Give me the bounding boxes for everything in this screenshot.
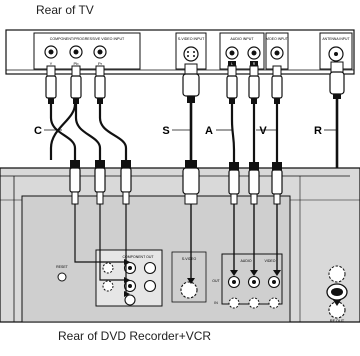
recorder-rear-panel: RESET COMPONENT OUT S-VIDEO AUDIO VIDEO … (0, 167, 360, 323)
plug-c-y-top (45, 65, 57, 104)
tv-audio-jack-r-label: R (253, 62, 256, 66)
audio-out-label: AUDIO (240, 259, 251, 263)
component-out-label: COMPONENT OUT (122, 255, 154, 259)
svideo-out-jack (180, 281, 198, 299)
plug-r-top (329, 61, 345, 99)
plug-c-pr-bottom (120, 160, 132, 297)
cable-a-l (230, 102, 236, 164)
tv-jack-pb-label: Pb (74, 61, 80, 66)
cable-c-pb (74, 102, 102, 162)
tv-side-plugs (45, 61, 345, 104)
tv-rear-caption: Rear of TV (36, 3, 94, 17)
component-out-block (95, 249, 163, 307)
tv-audio-jack-l-label: L (231, 62, 233, 66)
plug-v-top (271, 65, 283, 104)
tv-component-input-label: COMPONENT/PROGRESSIVE VIDEO INPUT (50, 37, 125, 41)
tv-antenna-input-label: ANTENNA INPUT (322, 37, 349, 41)
label-c: C (34, 125, 42, 137)
plug-a-r-bottom (248, 162, 260, 276)
cable-labels: C S A V R (34, 125, 336, 137)
video-out-label: VIDEO (265, 259, 276, 263)
plug-r-bottom (326, 283, 348, 306)
tv-rear-panel: COMPONENT/PROGRESSIVE VIDEO INPUT Y Pb P… (5, 29, 355, 75)
label-r: R (314, 125, 322, 137)
plug-c-y-bottom (69, 160, 130, 265)
tv-video-input-label: VIDEO INPUT (266, 37, 288, 41)
recorder-rear-caption: Rear of DVD Recorder+VCR (58, 329, 212, 343)
plug-s-bottom (182, 160, 200, 284)
plug-c-pb-top (70, 65, 82, 104)
tv-svideo-input-label: S-VIDEO INPUT (178, 37, 205, 41)
plug-c-pb-bottom (94, 160, 130, 283)
tv-svideo-jack (183, 46, 199, 62)
tv-audio-input-label: AUDIO INPUT (230, 37, 254, 41)
label-a: A (205, 125, 213, 137)
tv-jack-y-label: Y (50, 61, 53, 66)
plug-s-top (182, 63, 200, 103)
reset-button (57, 272, 67, 282)
cable-c-pr (98, 102, 128, 162)
tv-component-jacks: Y Pb Pr (44, 45, 107, 66)
recorder-side-plugs (69, 160, 348, 306)
rf-out-label: RF.OUT (330, 318, 345, 323)
out-row-label: OUT (212, 279, 220, 283)
svideo-out-label: S-VIDEO (182, 257, 197, 261)
plug-v-bottom (271, 162, 283, 276)
label-s: S (162, 125, 169, 137)
cable-c-cross (49, 103, 77, 160)
plug-c-pr-top (94, 65, 106, 104)
plug-a-l-bottom (228, 162, 240, 276)
tv-jack-pr-label: Pr (98, 61, 103, 66)
cable-c-y (49, 102, 77, 162)
reset-label: RESET (56, 265, 69, 269)
plug-a-l-top (226, 65, 238, 104)
in-row-label: IN (214, 301, 218, 305)
label-v: V (259, 125, 267, 137)
plug-a-r-top (248, 65, 260, 104)
